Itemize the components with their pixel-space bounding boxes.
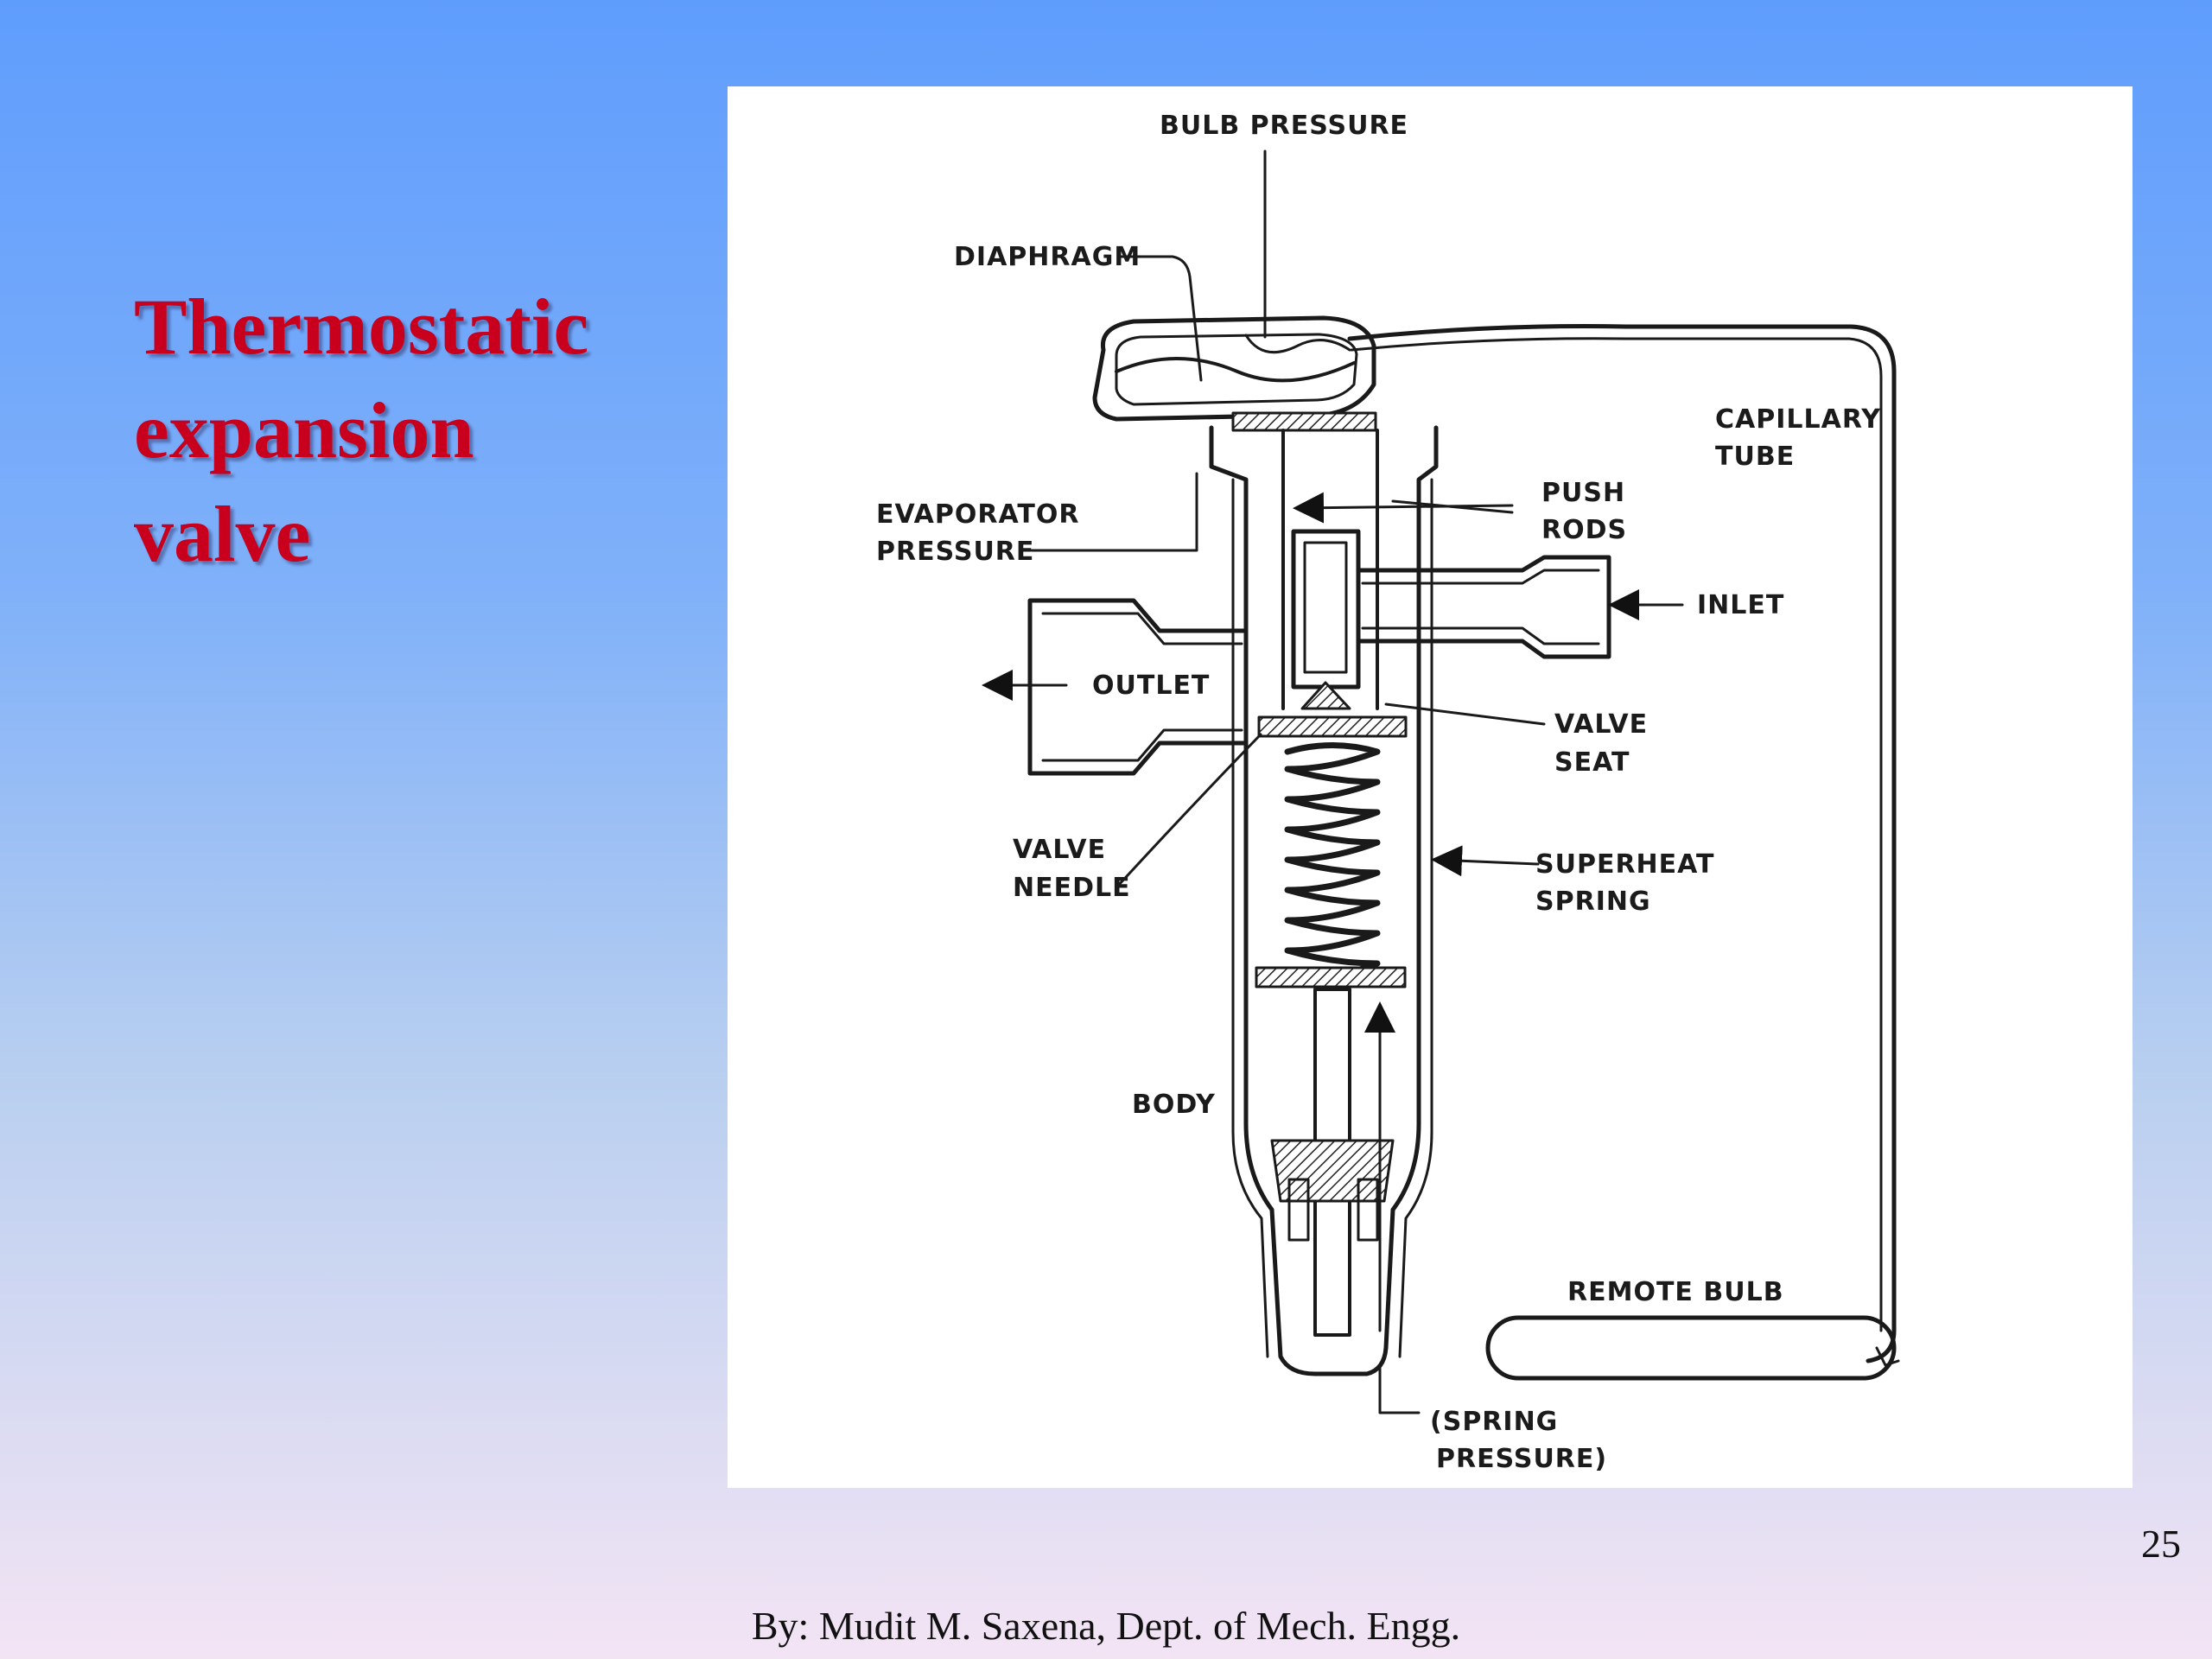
- valve-diagram-svg: BULB PRESSURE DIAPHRAGM CAPILLARY TUBE E…: [876, 111, 1900, 1474]
- valve-needle-tip: [1300, 681, 1351, 710]
- superheat-spring: [1284, 742, 1381, 984]
- diaphragm-housing-inner: [1115, 333, 1358, 406]
- label-push-1: PUSH: [1541, 478, 1625, 508]
- label-spring-pressure-2: PRESSURE): [1436, 1444, 1607, 1474]
- diaphragm: [1115, 357, 1356, 383]
- title-line-2: expansion: [134, 386, 474, 474]
- label-push-2: RODS: [1541, 515, 1627, 545]
- label-bulb-pressure: BULB PRESSURE: [1160, 111, 1408, 141]
- label-valve-seat-2: SEAT: [1554, 747, 1630, 778]
- label-spring-pressure-1: (SPRING: [1430, 1407, 1558, 1437]
- inlet-pipe: [1356, 555, 1611, 659]
- label-superheat-2: SPRING: [1535, 887, 1651, 917]
- label-capillary-1: CAPILLARY: [1715, 404, 1881, 435]
- label-valve-needle-1: VALVE: [1013, 835, 1106, 865]
- diaphragm-plate: [1231, 411, 1377, 432]
- label-outlet: OUTLET: [1092, 671, 1210, 701]
- slide-title: Thermostatic expansion valve: [134, 275, 670, 586]
- label-remote-bulb: REMOTE BULB: [1567, 1277, 1784, 1307]
- label-capillary-2: TUBE: [1715, 442, 1795, 472]
- label-valve-seat-1: VALVE: [1554, 709, 1648, 740]
- label-diaphragm: DIAPHRAGM: [954, 242, 1141, 272]
- title-line-3: valve: [134, 490, 311, 578]
- outlet-pipe: [1027, 598, 1249, 776]
- label-inlet: INLET: [1697, 590, 1784, 620]
- valve-body: [1209, 425, 1439, 1376]
- label-valve-needle-2: NEEDLE: [1013, 873, 1131, 903]
- valve-seat-plate: [1257, 715, 1408, 738]
- valve-diagram: BULB PRESSURE DIAPHRAGM CAPILLARY TUBE E…: [728, 86, 2133, 1488]
- remote-bulb: [1485, 1315, 1897, 1381]
- diaphragm-housing: [1092, 315, 1376, 422]
- label-evaporator-2: PRESSURE: [876, 537, 1034, 567]
- needle-cage: [1291, 529, 1361, 690]
- label-superheat-1: SUPERHEAT: [1535, 849, 1715, 880]
- spring-base-plate: [1255, 966, 1407, 988]
- page-number: 25: [2141, 1522, 2181, 1566]
- footer-credit: By: Mudit M. Saxena, Dept. of Mech. Engg…: [751, 1604, 1461, 1648]
- label-body: BODY: [1132, 1090, 1216, 1120]
- title-line-1: Thermostatic: [134, 283, 589, 371]
- label-evaporator-1: EVAPORATOR: [876, 499, 1079, 530]
